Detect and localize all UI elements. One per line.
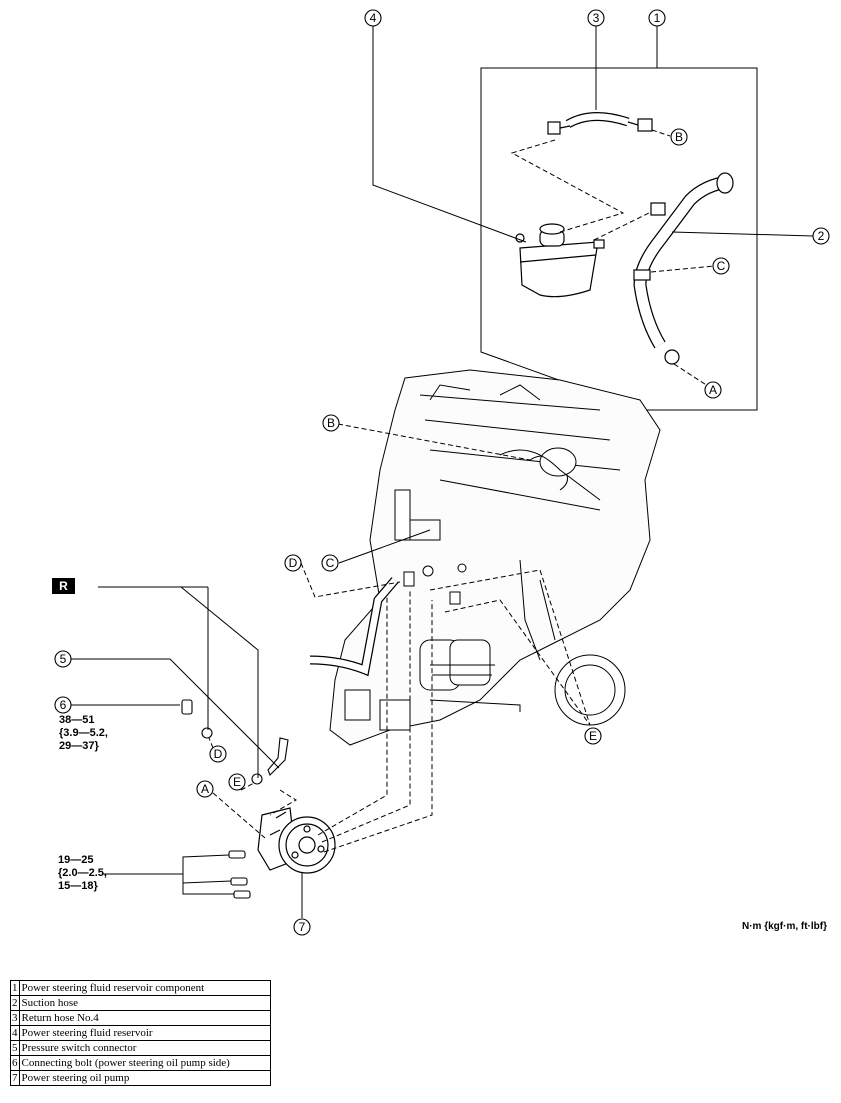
hose-routing-lines <box>510 129 715 389</box>
engine-drawing <box>309 369 661 746</box>
svg-text:E: E <box>233 775 241 789</box>
legend-num: 4 <box>10 1025 20 1041</box>
reservoir-component-frame <box>480 67 758 411</box>
svg-text:3: 3 <box>593 11 600 25</box>
callout-2: 2 <box>812 227 830 245</box>
legend-desc: Power steering fluid reservoir component <box>18 980 271 996</box>
exploded-view-diagram: 1 3 4 2 B C A B D C E 5 6 D E A 7 R <box>52 9 830 936</box>
legend-desc: Connecting bolt (power steering oil pump… <box>18 1055 271 1071</box>
callout-b-top: B <box>670 128 688 146</box>
svg-text:1: 1 <box>654 11 661 25</box>
torque-line: 38—51 <box>59 714 95 726</box>
svg-text:D: D <box>214 747 223 761</box>
legend-desc: Pressure switch connector <box>18 1040 271 1056</box>
callout-7: 7 <box>293 918 311 936</box>
svg-text:A: A <box>709 383 717 397</box>
callout-d-engine: D <box>284 554 302 572</box>
torque-line: {2.0—2.5, <box>58 867 107 879</box>
legend-num: 1 <box>10 980 20 996</box>
callout-c-engine: C <box>321 554 339 572</box>
torque-spec-pump-bolts: 19—25 {2.0—2.5, 15—18} <box>58 854 107 893</box>
units-note: N·m {kgf·m, ft·lbf} <box>742 921 827 932</box>
legend-desc: Suction hose <box>18 995 271 1011</box>
svg-text:6: 6 <box>60 698 67 712</box>
reservoir-drawing <box>515 223 605 298</box>
torque-line: 29—37} <box>59 740 99 752</box>
svg-text:C: C <box>326 556 335 570</box>
callout-6: 6 <box>54 696 72 714</box>
svg-text:D: D <box>289 556 298 570</box>
callout-e-pump: E <box>228 773 246 791</box>
legend-num: 3 <box>10 1010 20 1026</box>
svg-text:2: 2 <box>818 229 825 243</box>
svg-text:5: 5 <box>60 652 67 666</box>
torque-spec-bolt-6: 38—51 {3.9—5.2, 29—37} <box>59 714 108 753</box>
legend-desc: Return hose No.4 <box>18 1010 271 1026</box>
legend-num: 7 <box>10 1070 20 1086</box>
callout-5: 5 <box>54 650 72 668</box>
callout-b-engine: B <box>322 414 340 432</box>
dashed-leader-lines <box>208 423 591 853</box>
callout-1: 1 <box>648 9 666 27</box>
r-badge: R <box>52 578 75 594</box>
torque-line: 19—25 <box>58 854 94 866</box>
callout-e-engine: E <box>584 727 602 745</box>
legend-desc: Power steering fluid reservoir <box>18 1025 271 1041</box>
callout-3: 3 <box>587 9 605 27</box>
bolt-parts <box>181 699 289 899</box>
torque-line: {3.9—5.2, <box>59 727 108 739</box>
svg-text:B: B <box>675 130 683 144</box>
oil-pump-drawing <box>257 807 336 874</box>
leader-lines <box>71 26 814 918</box>
legend-desc: Power steering oil pump <box>18 1070 271 1086</box>
suction-hose-drawing <box>633 172 734 365</box>
svg-text:4: 4 <box>370 11 377 25</box>
callout-c-top: C <box>712 257 730 275</box>
callout-d-pump: D <box>209 745 227 763</box>
svg-text:A: A <box>201 782 209 796</box>
svg-text:R: R <box>59 579 68 593</box>
svg-text:E: E <box>589 729 597 743</box>
legend-num: 5 <box>10 1040 20 1056</box>
callout-a-top: A <box>704 381 722 399</box>
legend-num: 2 <box>10 995 20 1011</box>
torque-line: 15—18} <box>58 880 98 892</box>
svg-text:B: B <box>327 416 335 430</box>
return-hose-drawing <box>547 112 653 135</box>
svg-text:7: 7 <box>299 920 306 934</box>
callout-4: 4 <box>364 9 382 27</box>
svg-text:C: C <box>717 259 726 273</box>
legend-num: 6 <box>10 1055 20 1071</box>
callout-a-pump: A <box>196 780 214 798</box>
